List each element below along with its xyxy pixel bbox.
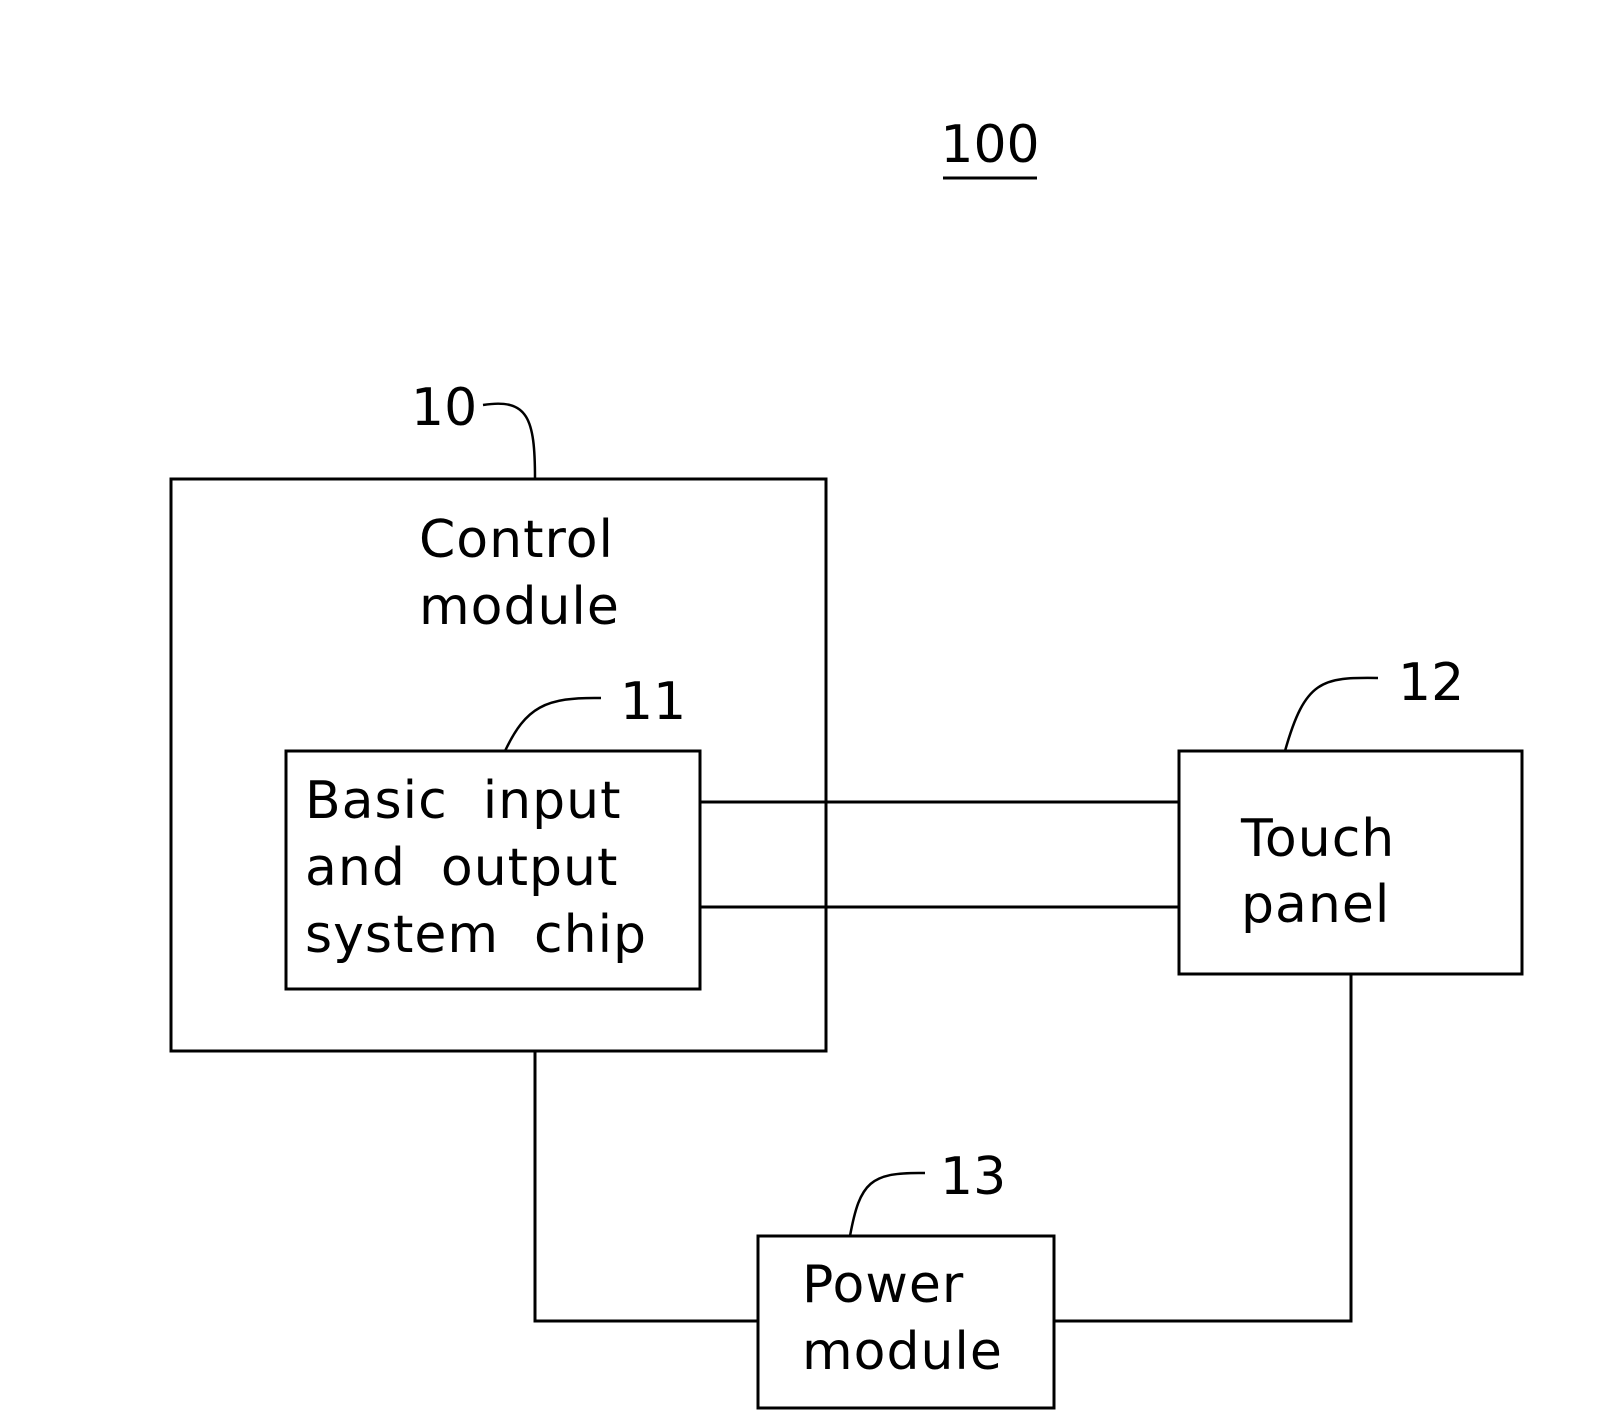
power-module-leader-line [850,1173,925,1236]
bios-chip-label-line-3: system chip [305,905,647,965]
control-to-power-wire [535,1051,758,1321]
bios-chip-leader-line [505,698,601,751]
power-module-label-line-2: module [802,1322,1003,1382]
control-module-label-line-2: module [419,577,620,637]
power-module-ref-label: 13 [940,1147,1006,1207]
bios-chip-ref-label: 11 [620,672,686,732]
control-module-label-line-1: Control [419,510,614,570]
control-module-leader-line [483,404,535,479]
touch-panel-label-line-1: Touch [1240,809,1395,869]
bios-chip-label-line-1: Basic input [305,771,621,831]
bios-chip-label-line-2: and output [305,838,618,898]
power-module-label-line-1: Power [802,1255,964,1315]
control-module-ref-label: 10 [411,378,477,438]
touch-panel-label-line-2: panel [1241,875,1390,935]
touch-panel-leader-line [1285,678,1378,751]
touch-to-power-wire [1054,974,1351,1321]
figure-reference-label: 100 [940,115,1039,175]
touch-panel-ref-label: 12 [1398,653,1464,713]
